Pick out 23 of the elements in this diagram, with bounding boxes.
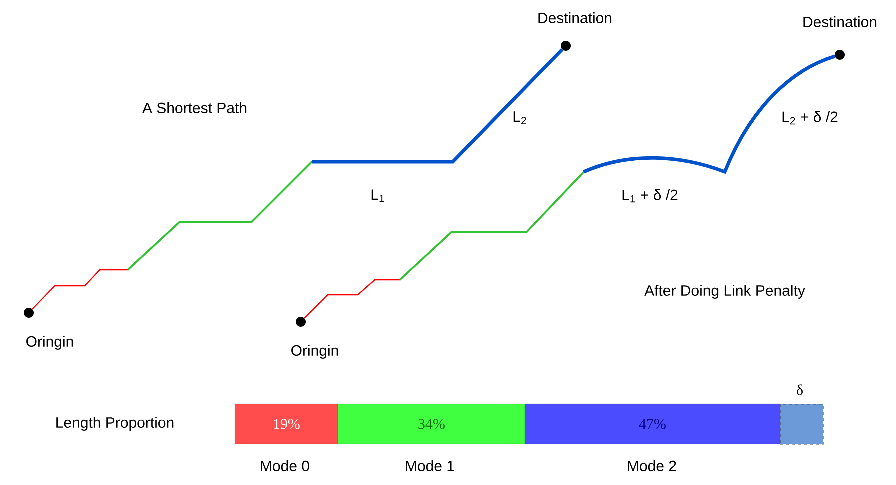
endpoint-dot	[835, 50, 845, 60]
endpoint-dot	[24, 308, 34, 318]
segment-label: Mode 0	[261, 460, 310, 472]
length-label: L$_{1}$ + δ /2	[622, 189, 678, 203]
title-text: A Shortest Path	[142, 102, 247, 114]
hatched-box	[780, 404, 824, 445]
length-label: L$_{1}$	[372, 190, 384, 202]
segment-label: δ	[797, 384, 803, 396]
row-label: Length Proportion	[56, 417, 174, 431]
length-label: L$_{2}$ + δ /2	[782, 111, 838, 125]
endpoint-dot	[561, 41, 571, 51]
bar-segment: 47%	[525, 404, 780, 444]
segment-label: Mode 2	[628, 460, 676, 472]
endpoint-label: Destination	[804, 16, 877, 28]
caption-text: After Doing Link Penalty	[644, 285, 806, 299]
length-label: L$_{2}$	[514, 112, 526, 124]
endpoint-label: Destination	[538, 12, 612, 24]
bar-segment: 34%	[338, 404, 526, 444]
endpoint-label: Oringin	[292, 345, 338, 359]
endpoint-label: Oringin	[26, 336, 74, 350]
endpoint-dot	[296, 317, 306, 327]
segment-label: Mode 1	[406, 460, 454, 472]
bar-segment: 19%	[235, 404, 338, 444]
